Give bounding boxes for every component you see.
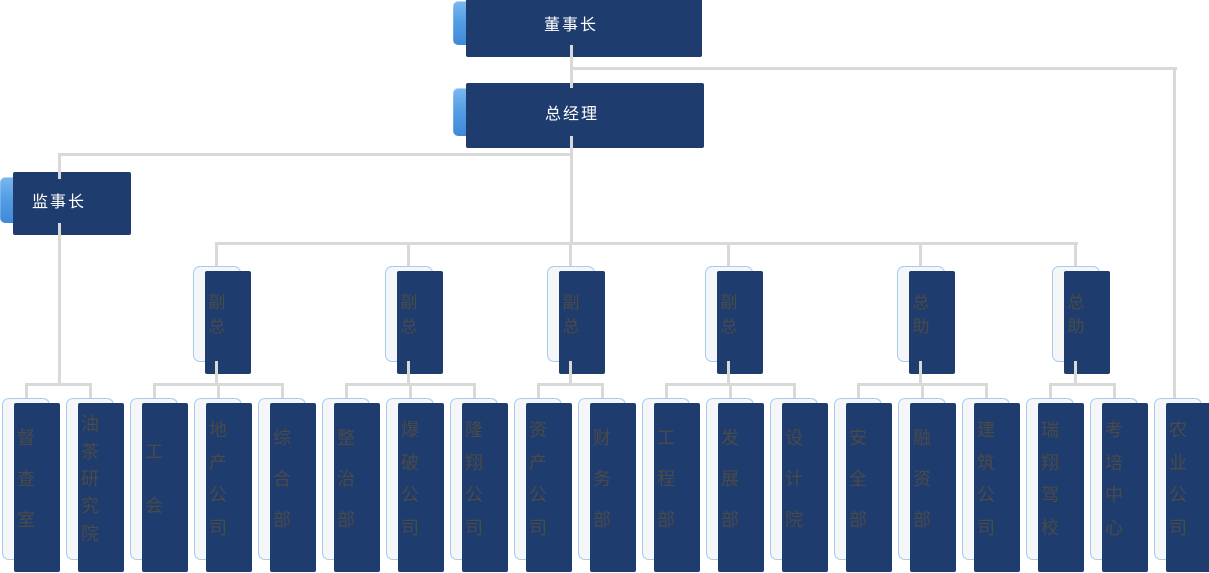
connector-line <box>1074 242 1077 266</box>
connector-line <box>729 383 732 398</box>
connector-line <box>537 383 540 398</box>
node-vice-gm-3: 副总 <box>547 266 605 374</box>
node-finance-dept: 财务部 <box>578 398 636 572</box>
node-vice-gm-1: 副总 <box>193 266 251 374</box>
connector-line <box>921 383 924 398</box>
node-design-institute: 设计院 <box>770 398 828 572</box>
node-development-dept: 发展部 <box>706 398 764 572</box>
connector-line <box>793 383 796 398</box>
connector-line <box>919 361 922 385</box>
connector-line <box>570 136 573 244</box>
node-real-estate-company: 地产公司 <box>194 398 252 572</box>
node-gm-assistant-2: 总助 <box>1052 266 1110 374</box>
connector-line <box>281 383 284 398</box>
node-safety-dept: 安全部 <box>834 398 892 572</box>
connector-line <box>407 361 410 385</box>
connector-line <box>601 383 604 398</box>
connector-line <box>1173 67 1176 398</box>
connector-line <box>919 242 922 266</box>
connector-line <box>569 242 572 266</box>
connector-line <box>25 383 28 398</box>
node-agriculture-company: 农业公司 <box>1154 398 1209 572</box>
connector-line <box>215 242 218 266</box>
connector-line <box>1074 361 1077 385</box>
node-camellia-research-institute: 油茶研究院 <box>66 398 124 572</box>
connector-line <box>217 383 220 398</box>
connector-line <box>1049 383 1052 398</box>
node-chairman: 董事长 <box>453 0 702 57</box>
connector-line <box>89 383 92 398</box>
node-labor-union: 工会 <box>130 398 188 572</box>
connector-line <box>215 242 1078 245</box>
node-longxiang-company: 隆翔公司 <box>450 398 508 572</box>
connector-line <box>727 242 730 266</box>
node-assets-company: 资产公司 <box>514 398 572 572</box>
node-regulation-dept: 整治部 <box>322 398 380 572</box>
node-ruixiang-driving-school: 瑞翔驾校 <box>1026 398 1084 572</box>
connector-line <box>409 383 412 398</box>
node-blasting-company: 爆破公司 <box>386 398 444 572</box>
connector-line <box>985 383 988 398</box>
node-exam-training-center: 考培中心 <box>1090 398 1148 572</box>
connector-line <box>727 361 730 385</box>
connector-line <box>569 361 572 385</box>
connector-line <box>570 45 573 88</box>
connector-line <box>153 383 156 398</box>
node-financing-dept: 融资部 <box>898 398 956 572</box>
node-general-affairs-dept: 综合部 <box>258 398 316 572</box>
node-construction-company: 建筑公司 <box>962 398 1020 572</box>
node-vice-gm-2: 副总 <box>385 266 443 374</box>
connector-line <box>473 383 476 398</box>
connector-line <box>570 67 1177 70</box>
node-general-manager: 总经理 <box>453 83 704 148</box>
connector-line <box>407 242 410 266</box>
node-vice-gm-4: 副总 <box>705 266 763 374</box>
connector-line <box>58 153 61 179</box>
connector-line <box>857 383 860 398</box>
node-gm-assistant-1: 总助 <box>897 266 955 374</box>
connector-line <box>1113 383 1116 398</box>
node-supervisor: 监事长 <box>0 172 131 235</box>
connector-line <box>58 223 61 386</box>
connector-line <box>345 383 348 398</box>
connector-line <box>215 361 218 385</box>
connector-line <box>58 153 573 156</box>
node-supervision-office: 督查室 <box>2 398 60 572</box>
connector-line <box>665 383 668 398</box>
connector-line <box>1049 383 1116 386</box>
node-engineering-dept: 工程部 <box>642 398 700 572</box>
